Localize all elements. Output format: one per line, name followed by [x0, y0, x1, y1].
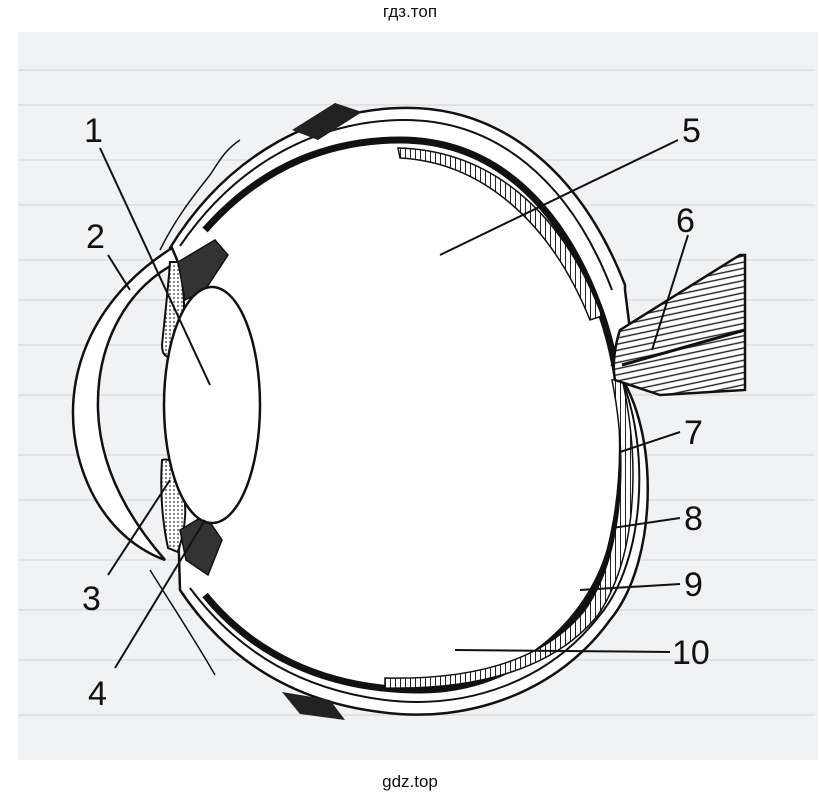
leader-2: [107, 254, 131, 291]
leader-1: [99, 147, 211, 386]
label-4: 4: [88, 675, 107, 713]
leader-9: [579, 583, 681, 591]
retina-upper: [397, 147, 603, 321]
lens: [162, 285, 262, 525]
label-7: 7: [684, 414, 703, 452]
leader-10: [454, 649, 671, 653]
label-3: 3: [82, 580, 101, 618]
leader-5: [439, 139, 679, 256]
label-5: 5: [682, 112, 701, 150]
label-8: 8: [684, 500, 703, 538]
label-1: 1: [84, 112, 103, 150]
muscle-bottom: [282, 692, 345, 720]
label-6: 6: [676, 202, 695, 240]
sclera: [168, 106, 649, 716]
retina-lower: [384, 377, 634, 689]
leader-8: [611, 517, 681, 529]
label-10: 10: [672, 634, 710, 672]
label-2: 2: [86, 218, 105, 256]
nerve-divider: [621, 328, 746, 367]
watermark-top: гдз.топ: [382, 2, 438, 21]
muscle-top: [292, 103, 362, 140]
leader-7: [619, 431, 681, 453]
leader-lines: [99, 139, 689, 669]
cornea: [71, 246, 180, 562]
eyelid-lower: [149, 569, 216, 676]
leader-6: [651, 234, 689, 351]
label-9: 9: [684, 566, 703, 604]
ciliary-upper: [177, 239, 229, 302]
watermark-bottom: gdz.top: [382, 772, 438, 791]
leader-3: [107, 479, 171, 576]
eyelid-upper: [159, 139, 241, 251]
optic-nerve: [612, 253, 747, 397]
leader-4: [114, 519, 206, 669]
sclera-inner-line: [179, 118, 641, 703]
